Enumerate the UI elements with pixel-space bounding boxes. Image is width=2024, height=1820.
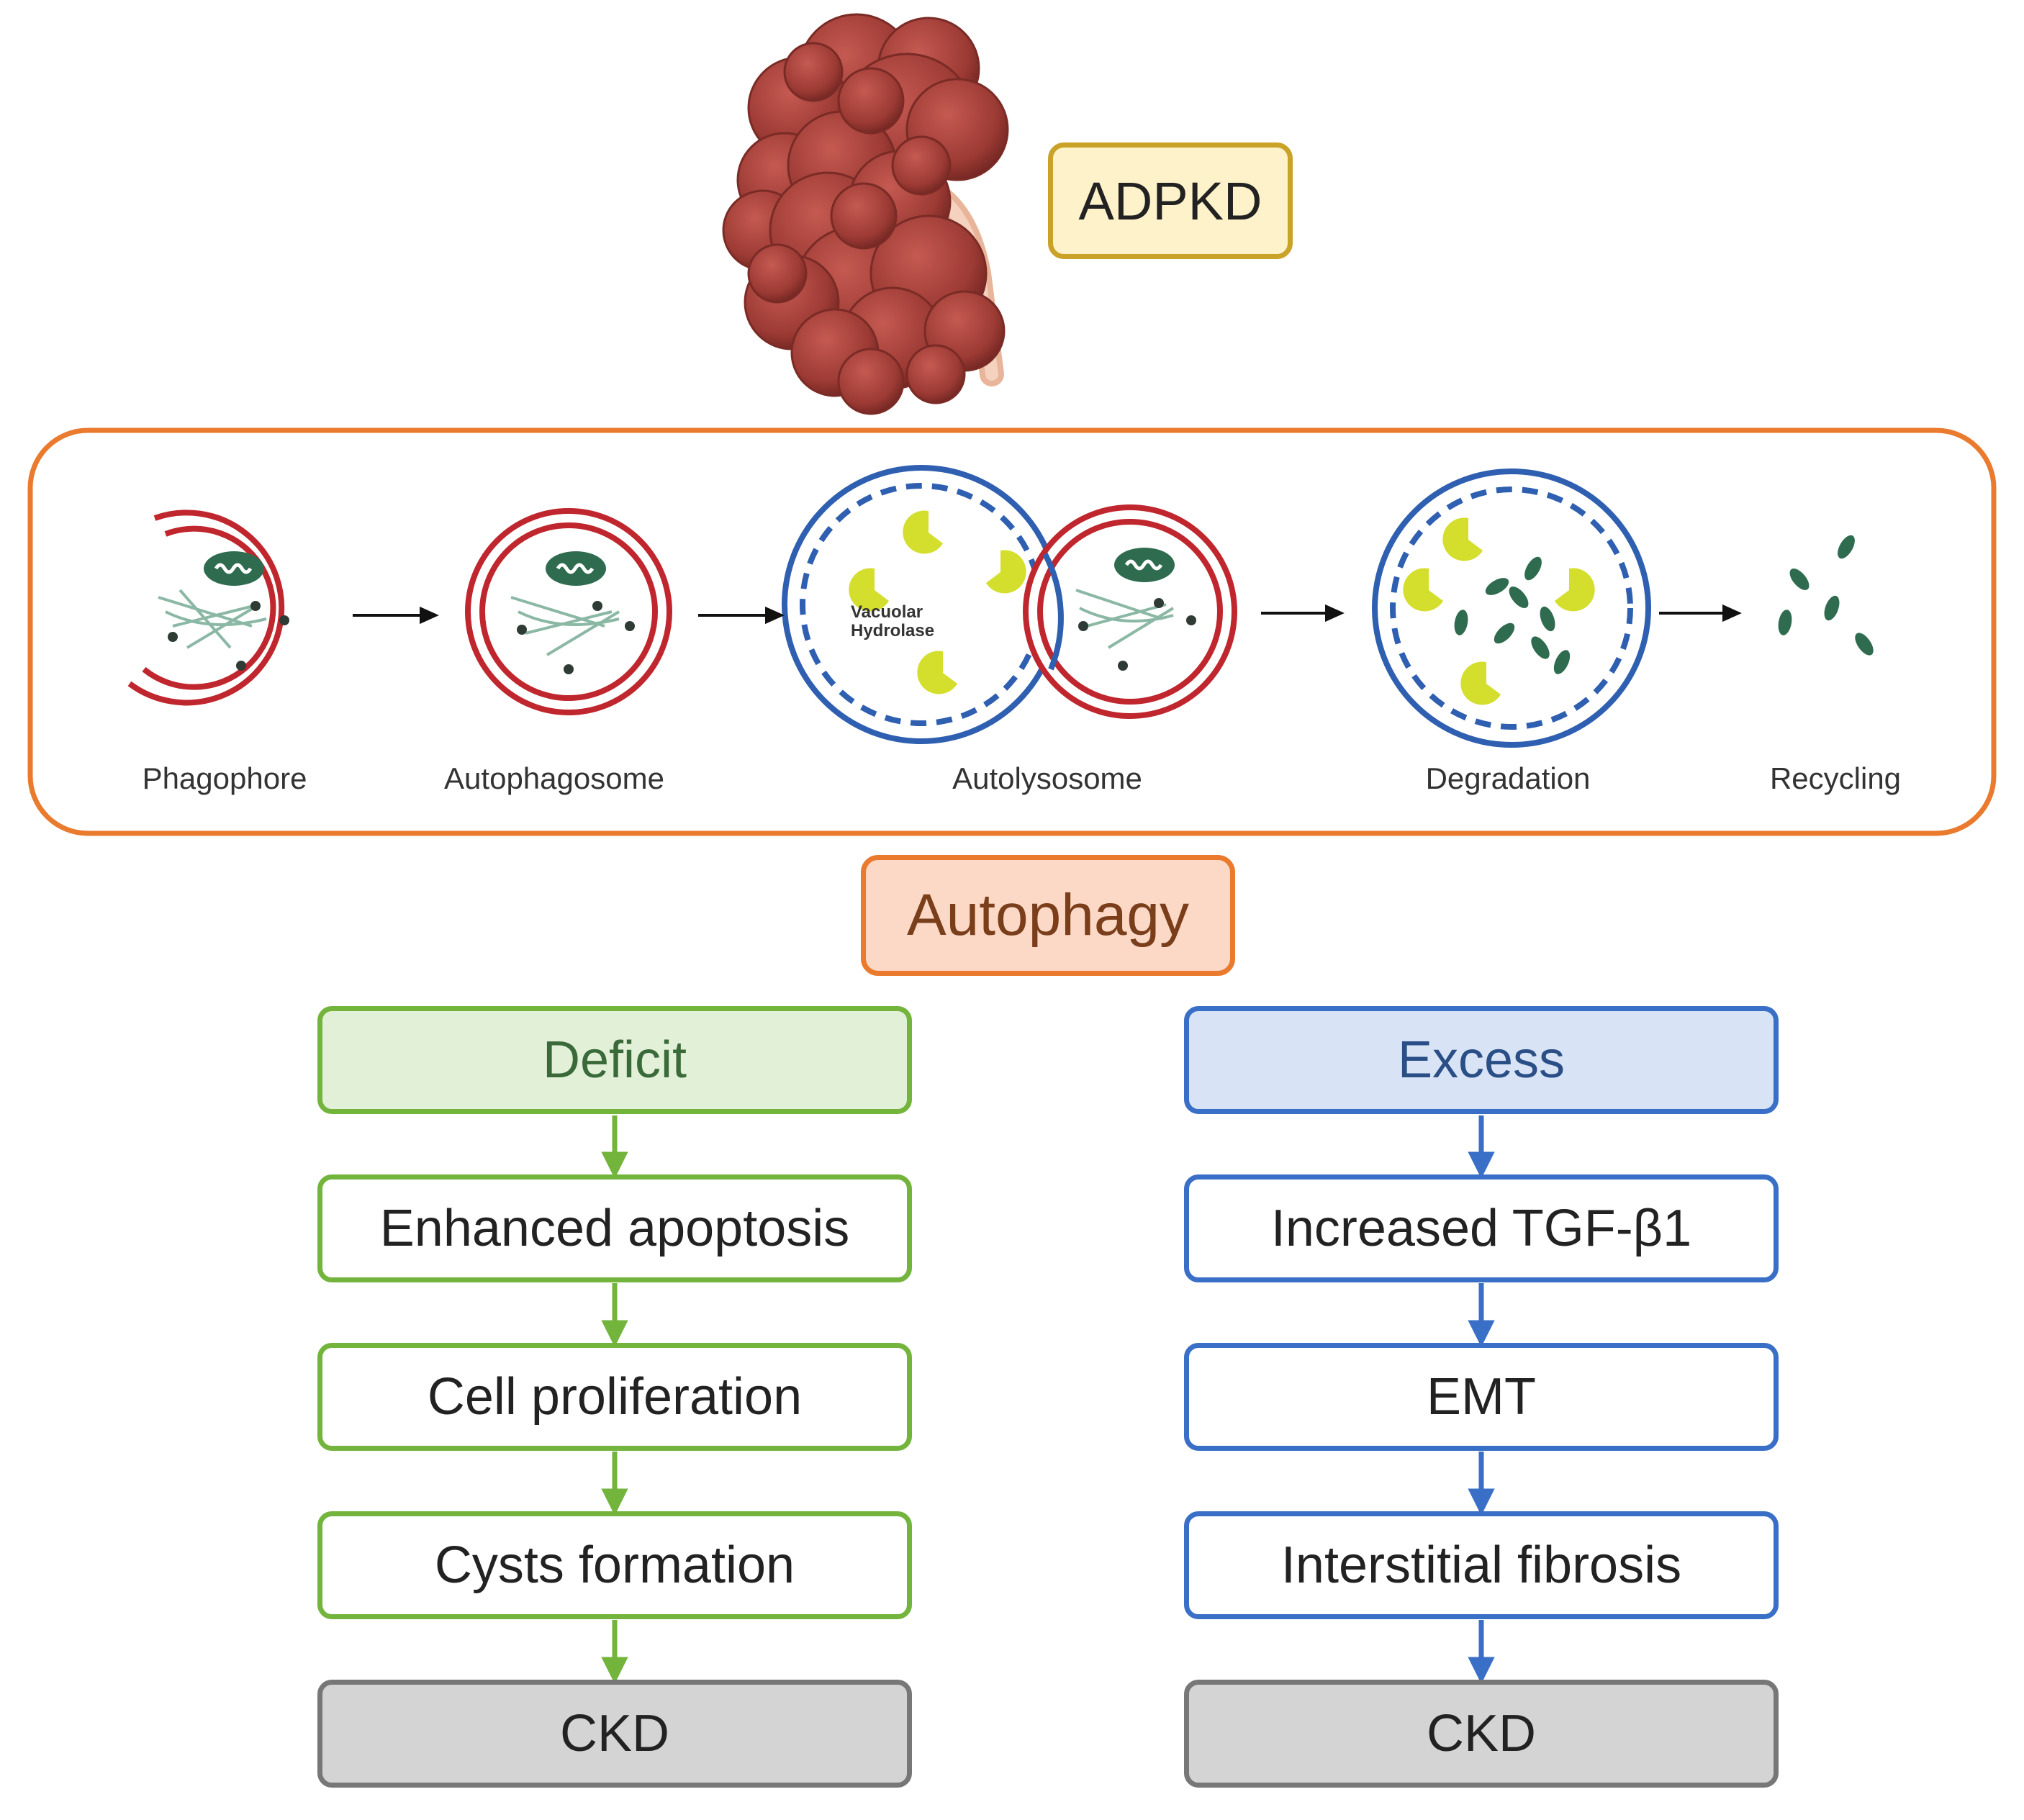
polycystic-kidney-icon [722,13,1009,415]
stage-label-autophagosome: Autophagosome [444,761,664,795]
phagophore-icon [127,510,289,706]
adpkd-label-box: ADPKD [1048,142,1293,259]
excess-step-fibrosis: Interstitial fibrosis [1184,1511,1779,1619]
autophagy-process-panel [27,427,1997,836]
excess-step-tgf: Increased TGF-β1 [1184,1174,1779,1282]
stage-label-degradation: Degradation [1425,761,1591,795]
degradation-icon [1372,468,1651,748]
excess-header-box: Excess [1184,1006,1779,1114]
autolysosome-icon [782,465,1237,744]
deficit-arrows [601,1115,628,1684]
vacuolar-label-line1: Vacuolar [851,602,923,622]
autophagosome-icon [465,508,672,715]
excess-step-emt: EMT [1184,1343,1779,1451]
stage-label-autolysosome: Autolysosome [952,761,1142,795]
process-arrows [353,604,1742,625]
excess-outcome-ckd: CKD [1184,1680,1779,1788]
deficit-step-proliferation: Cell proliferation [317,1343,912,1451]
stage-label-recycling: Recycling [1769,761,1902,795]
excess-arrows [1468,1115,1495,1684]
autophagy-label-box: Autophagy [861,855,1235,976]
vacuolar-label-line2: Hydrolase [851,621,935,640]
vacuolar-hydrolase-label: Vacuolar Hydrolase [851,603,934,640]
recycling-icon [1778,535,1874,656]
deficit-outcome-ckd: CKD [317,1680,912,1788]
stage-label-phagophore: Phagophore [142,761,307,795]
deficit-step-cysts: Cysts formation [317,1511,912,1619]
deficit-header-box: Deficit [317,1006,912,1114]
deficit-step-apoptosis: Enhanced apoptosis [317,1174,912,1282]
